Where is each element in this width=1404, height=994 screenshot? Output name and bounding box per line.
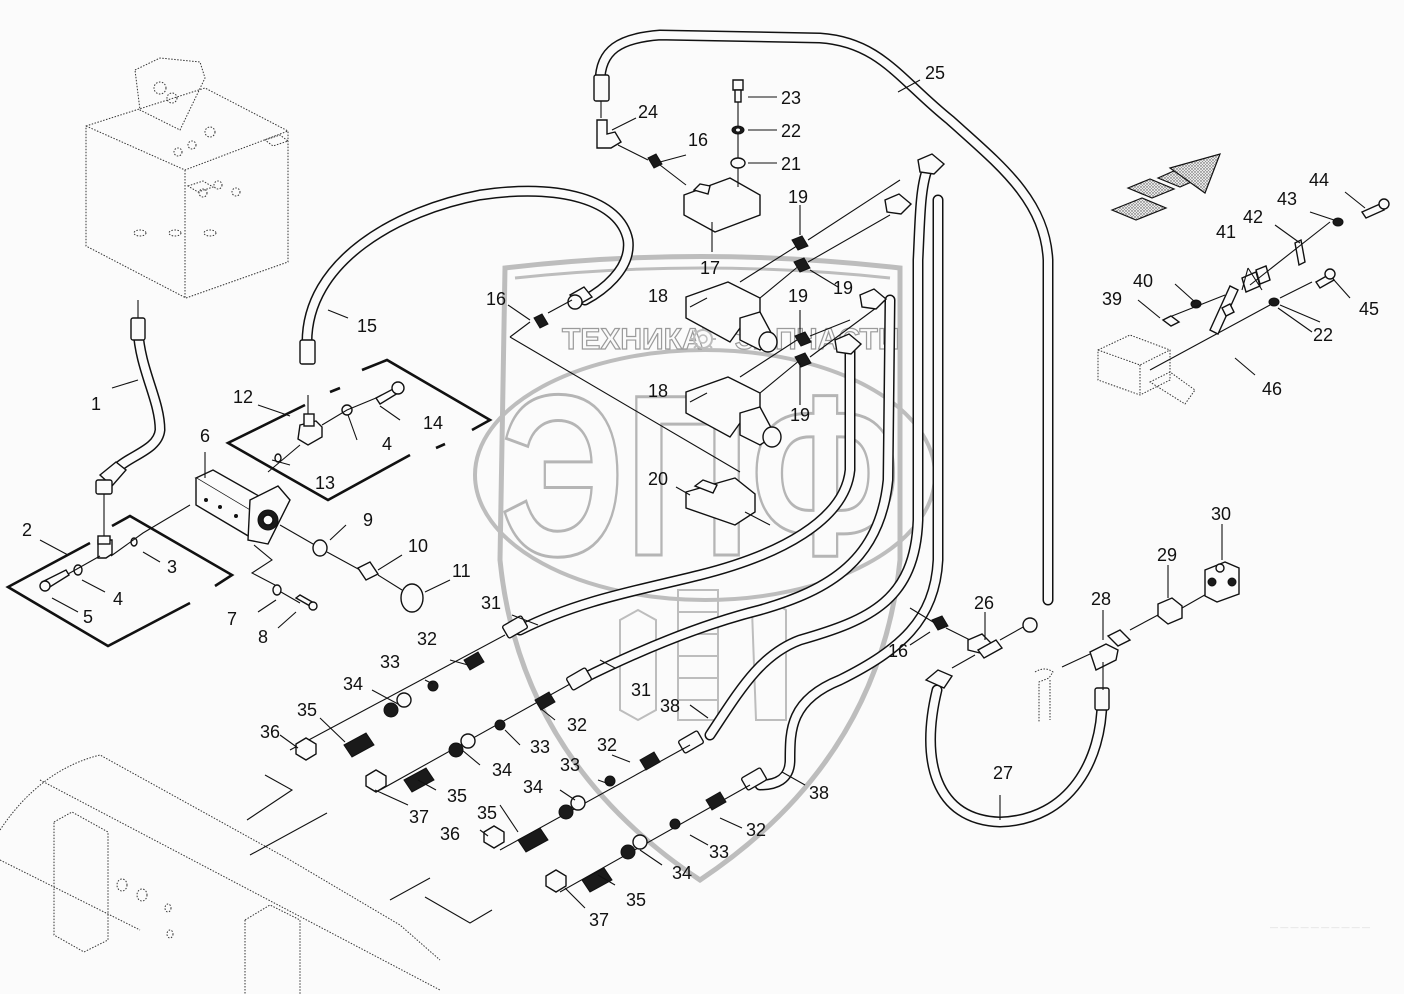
- callout-16c: 16: [888, 641, 908, 661]
- callout-5: 5: [83, 607, 93, 627]
- callout-1: 1: [91, 394, 101, 414]
- mounting-bracket-parts: [1097, 198, 1390, 405]
- callout-6: 6: [200, 426, 210, 446]
- callout-28: 28: [1091, 589, 1111, 609]
- callout-33b: 33: [530, 737, 550, 757]
- callout-13: 13: [315, 473, 335, 493]
- callout-33c: 33: [560, 755, 580, 775]
- bracket-group-2: [5, 504, 235, 648]
- hydraulic-tank: [85, 57, 290, 299]
- callout-33a: 33: [380, 652, 400, 672]
- hose-15: [299, 185, 634, 365]
- callout-19d: 19: [790, 405, 810, 425]
- callout-34b: 34: [492, 760, 512, 780]
- callout-32c: 32: [597, 735, 617, 755]
- callout-42: 42: [1243, 207, 1263, 227]
- tee-and-hose-27: [909, 561, 1240, 828]
- fitting-chain-2: [365, 667, 592, 793]
- callout-25: 25: [925, 63, 945, 83]
- watermark-left-word: ТЕХНИКА: [562, 323, 704, 356]
- plug-10: [356, 561, 380, 581]
- callout-35c: 35: [477, 803, 497, 823]
- callout-14: 14: [423, 413, 443, 433]
- seal-and-plug-parts: [272, 539, 424, 613]
- callout-19a: 19: [788, 187, 808, 207]
- callout-37a: 37: [409, 807, 429, 827]
- callout-30: 30: [1211, 504, 1231, 524]
- callout-3: 3: [167, 557, 177, 577]
- callout-19c: 19: [788, 286, 808, 306]
- callout-23: 23: [781, 88, 801, 108]
- fitting-chain-3: [483, 730, 704, 853]
- callout-32a: 32: [417, 629, 437, 649]
- callout-39: 39: [1102, 289, 1122, 309]
- callout-34d: 34: [672, 863, 692, 883]
- long-hoses: [514, 153, 946, 791]
- callout-35b: 35: [447, 786, 467, 806]
- callout-46: 46: [1262, 379, 1282, 399]
- callout-11: 11: [452, 561, 471, 581]
- fitting-chain-4: [545, 767, 767, 893]
- callout-22b: 22: [1313, 325, 1333, 345]
- watermark-shield-inner: [514, 266, 891, 280]
- callout-16a: 16: [486, 289, 506, 309]
- callout-10: 10: [408, 536, 428, 556]
- callout-33d: 33: [709, 842, 729, 862]
- callout-32d: 32: [746, 820, 766, 840]
- callout-26: 26: [974, 593, 994, 613]
- o-ring-9: [312, 539, 328, 557]
- callout-45: 45: [1359, 299, 1379, 319]
- watermark-logo: ЭПФ: [500, 347, 900, 604]
- callout-19b: 19: [833, 278, 853, 298]
- fitting-chain-1: [289, 615, 528, 761]
- callout-35a: 35: [297, 700, 317, 720]
- callout-27: 27: [993, 763, 1013, 783]
- callout-8: 8: [258, 627, 268, 647]
- chassis-frame: [0, 754, 493, 994]
- callout-44: 44: [1309, 170, 1329, 190]
- callout-20: 20: [648, 469, 668, 489]
- callout-4b: 4: [382, 434, 392, 454]
- callout-40: 40: [1133, 271, 1153, 291]
- callout-29: 29: [1157, 545, 1177, 565]
- callout-18b: 18: [648, 381, 668, 401]
- hose-1: [95, 300, 166, 538]
- forward-arrow-icon: [1110, 153, 1221, 221]
- o-ring-11: [400, 583, 424, 613]
- callout-32b: 32: [567, 715, 587, 735]
- callout-36a: 36: [260, 722, 280, 742]
- callout-21: 21: [781, 154, 801, 174]
- callout-15: 15: [357, 316, 377, 336]
- bracket-group-12: [225, 358, 493, 502]
- drawing-code: — — — — — — — — — —: [1270, 923, 1370, 932]
- callout-43: 43: [1277, 189, 1297, 209]
- callout-24: 24: [638, 102, 658, 122]
- callout-labels: 1 2 3 4 4 5 6 7 8 9 10 11 12 13 14 15 16…: [22, 63, 1379, 930]
- watermark-shield: [497, 254, 903, 884]
- callout-9: 9: [363, 510, 373, 530]
- manifold-block-6: [194, 469, 321, 586]
- upper-fittings: [593, 29, 1054, 606]
- callout-34c: 34: [523, 777, 543, 797]
- callout-12: 12: [233, 387, 253, 407]
- callout-38a: 38: [660, 696, 680, 716]
- callout-38b: 38: [809, 783, 829, 803]
- callout-22a: 22: [781, 121, 801, 141]
- callout-18a: 18: [648, 286, 668, 306]
- callout-34a: 34: [343, 674, 363, 694]
- callout-17: 17: [700, 258, 720, 278]
- callout-31b: 31: [631, 680, 651, 700]
- callout-41: 41: [1216, 222, 1236, 242]
- callout-2: 2: [22, 520, 32, 540]
- callout-4a: 4: [113, 589, 123, 609]
- callout-16b: 16: [688, 130, 708, 150]
- callout-7: 7: [227, 609, 237, 629]
- callout-36b: 36: [440, 824, 460, 844]
- leader-lines: [39, 79, 1366, 909]
- callout-37b: 37: [589, 910, 609, 930]
- valve-blocks: [509, 179, 901, 526]
- callout-31a: 31: [481, 593, 501, 613]
- callout-35d: 35: [626, 890, 646, 910]
